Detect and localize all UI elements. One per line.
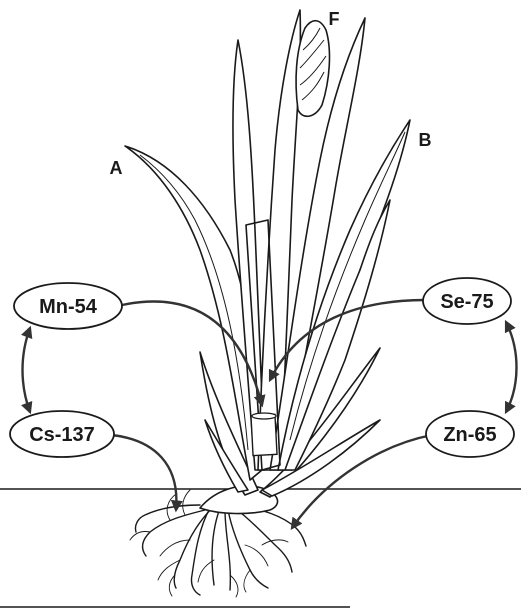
arrow-cs137-to-roots bbox=[112, 435, 176, 510]
isotope-se75: Se-75 bbox=[423, 278, 511, 324]
isotope-cs137: Cs-137 bbox=[10, 411, 114, 457]
isotope-label-zn65: Zn-65 bbox=[443, 424, 496, 446]
leaf-label-f: F bbox=[329, 9, 340, 29]
upper-leaves bbox=[125, 10, 410, 480]
arrow-mn54-cs137 bbox=[23, 328, 31, 412]
isotope-zn65: Zn-65 bbox=[426, 411, 514, 457]
isotope-label-cs137: Cs-137 bbox=[29, 424, 95, 446]
isotope-label-se75: Se-75 bbox=[440, 291, 493, 313]
isotope-mn54: Mn-54 bbox=[14, 283, 122, 329]
leaf-label-b: B bbox=[419, 130, 432, 150]
leaf-label-a: A bbox=[110, 158, 123, 178]
arrow-se75-zn65 bbox=[506, 322, 517, 412]
isotope-label-mn54: Mn-54 bbox=[39, 296, 98, 318]
